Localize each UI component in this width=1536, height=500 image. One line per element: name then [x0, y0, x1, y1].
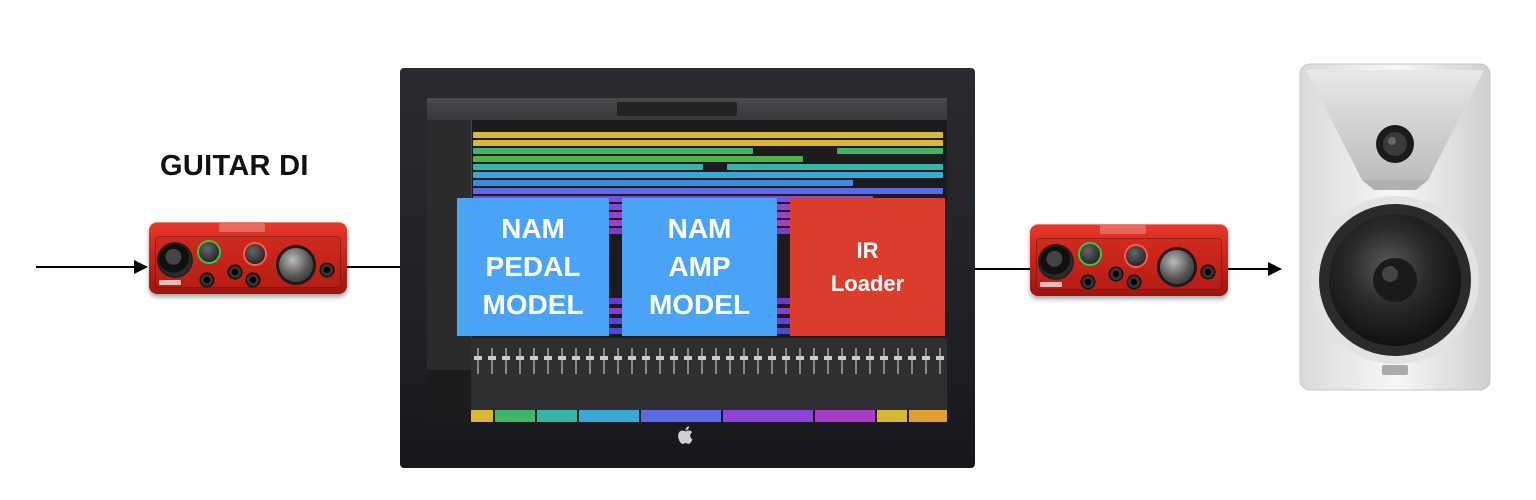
guitar-di-label: GUITAR DI — [160, 150, 309, 182]
apple-logo-icon — [678, 426, 693, 444]
imac-icon: NAM PEDAL MODEL NAM AMP MODEL IR Loader — [400, 68, 975, 468]
daw-mixer — [471, 338, 947, 410]
nam-amp-model-block: NAM AMP MODEL — [622, 198, 777, 336]
audio-interface-output-icon — [1030, 224, 1228, 296]
studio-monitor-icon — [1299, 63, 1491, 391]
nam-pedal-model-block: NAM PEDAL MODEL — [457, 198, 609, 336]
output-arrow-line — [1228, 268, 1270, 270]
audio-interface-input-icon — [149, 222, 347, 294]
connector-line-2 — [975, 268, 1031, 270]
daw-screen: NAM PEDAL MODEL NAM AMP MODEL IR Loader — [427, 98, 947, 422]
input-arrow-line — [36, 266, 136, 268]
input-arrow-head-icon — [134, 260, 148, 274]
ir-loader-block: IR Loader — [790, 198, 945, 336]
connector-line-1 — [347, 266, 401, 268]
output-arrow-head-icon — [1268, 262, 1282, 276]
daw-channel-labels — [471, 410, 947, 422]
daw-toolbar — [427, 98, 947, 120]
